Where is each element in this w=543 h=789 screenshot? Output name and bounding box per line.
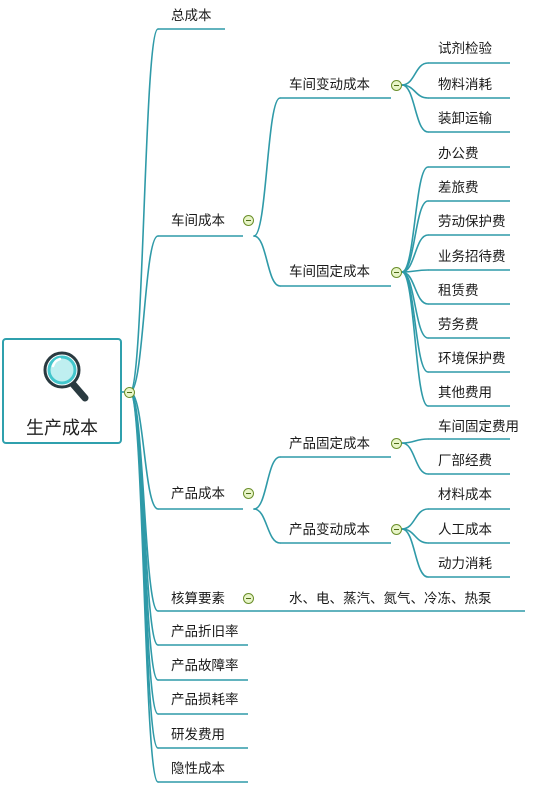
edge-to-workshop-fixed: [253, 235, 281, 287]
edge-to-factory-expense: [401, 442, 429, 475]
root-node[interactable]: 生产成本: [2, 338, 122, 444]
node-accounting-elements[interactable]: 核算要素: [171, 591, 225, 607]
node-material-cost[interactable]: 材料成本: [438, 487, 492, 503]
edge-root-to-hidden-cost: [129, 391, 159, 783]
edge-to-product-fixed: [253, 456, 281, 510]
node-other-fees[interactable]: 其他费用: [438, 385, 492, 401]
node-labor-service[interactable]: 劳务费: [438, 317, 479, 333]
node-workshop-variable[interactable]: 车间变动成本: [289, 77, 370, 93]
node-product-fixed[interactable]: 产品固定成本: [289, 436, 370, 452]
node-reagent-test[interactable]: 试剂检验: [438, 41, 492, 57]
node-travel-fee[interactable]: 差旅费: [438, 180, 479, 196]
node-factory-expense[interactable]: 厂部经费: [438, 453, 492, 469]
workshop-fixed-collapse-button[interactable]: [391, 267, 402, 278]
node-product-cost[interactable]: 产品成本: [171, 486, 225, 502]
node-labor-protection[interactable]: 劳动保护费: [438, 214, 506, 230]
node-hidden-cost[interactable]: 隐性成本: [171, 761, 225, 777]
edge-to-workshop-variable: [253, 97, 281, 237]
edge-to-workshop-fixed-fee: [401, 438, 429, 444]
edge-to-material-cost: [401, 508, 429, 530]
node-product-variable[interactable]: 产品变动成本: [289, 522, 370, 538]
node-material-consumption[interactable]: 物料消耗: [438, 77, 492, 93]
node-loading-transport[interactable]: 装卸运输: [438, 111, 492, 127]
root-collapse-button[interactable]: [124, 387, 135, 398]
node-power-consumption[interactable]: 动力消耗: [438, 556, 492, 572]
workshop-cost-collapse-button[interactable]: [243, 215, 254, 226]
magnifier-icon: [43, 351, 89, 402]
product-variable-collapse-button[interactable]: [391, 524, 402, 535]
node-rent-fee[interactable]: 租赁费: [438, 283, 479, 299]
node-environmental-protection[interactable]: 环境保护费: [438, 351, 506, 367]
node-office-fee[interactable]: 办公费: [438, 146, 479, 162]
product-fixed-collapse-button[interactable]: [391, 438, 402, 449]
node-labor-cost[interactable]: 人工成本: [438, 522, 492, 538]
edge-to-power-consumption: [401, 528, 429, 578]
workshop-variable-collapse-button[interactable]: [391, 80, 402, 91]
node-depreciation-rate[interactable]: 产品折旧率: [171, 624, 239, 640]
accounting-elements-collapse-button[interactable]: [243, 593, 254, 604]
root-label: 生产成本: [26, 418, 98, 439]
edge-to-reagent-test: [401, 62, 429, 86]
edge-to-other-fees: [401, 271, 429, 407]
edge-root-to-workshop-cost: [129, 235, 159, 393]
edge-to-loading-transport: [401, 84, 429, 133]
node-total-cost[interactable]: 总成本: [171, 8, 212, 24]
node-business-entertainment[interactable]: 业务招待费: [438, 249, 506, 265]
node-accounting-elements-detail: 水、电、蒸汽、氮气、冷冻、热泵: [289, 591, 492, 607]
node-workshop-cost[interactable]: 车间成本: [171, 213, 225, 229]
node-workshop-fixed[interactable]: 车间固定成本: [289, 264, 370, 280]
edge-to-labor-protection: [401, 234, 429, 273]
product-cost-collapse-button[interactable]: [243, 488, 254, 499]
edge-to-product-variable: [253, 508, 281, 544]
node-failure-rate[interactable]: 产品故障率: [171, 658, 239, 674]
node-workshop-fixed-fee[interactable]: 车间固定费用: [438, 419, 519, 435]
edge-root-to-total-cost: [129, 28, 159, 393]
node-loss-rate[interactable]: 产品损耗率: [171, 692, 239, 708]
node-rnd-cost[interactable]: 研发费用: [171, 727, 225, 743]
edge-root-to-product-cost: [129, 391, 159, 510]
edge-to-office-fee: [401, 166, 429, 273]
